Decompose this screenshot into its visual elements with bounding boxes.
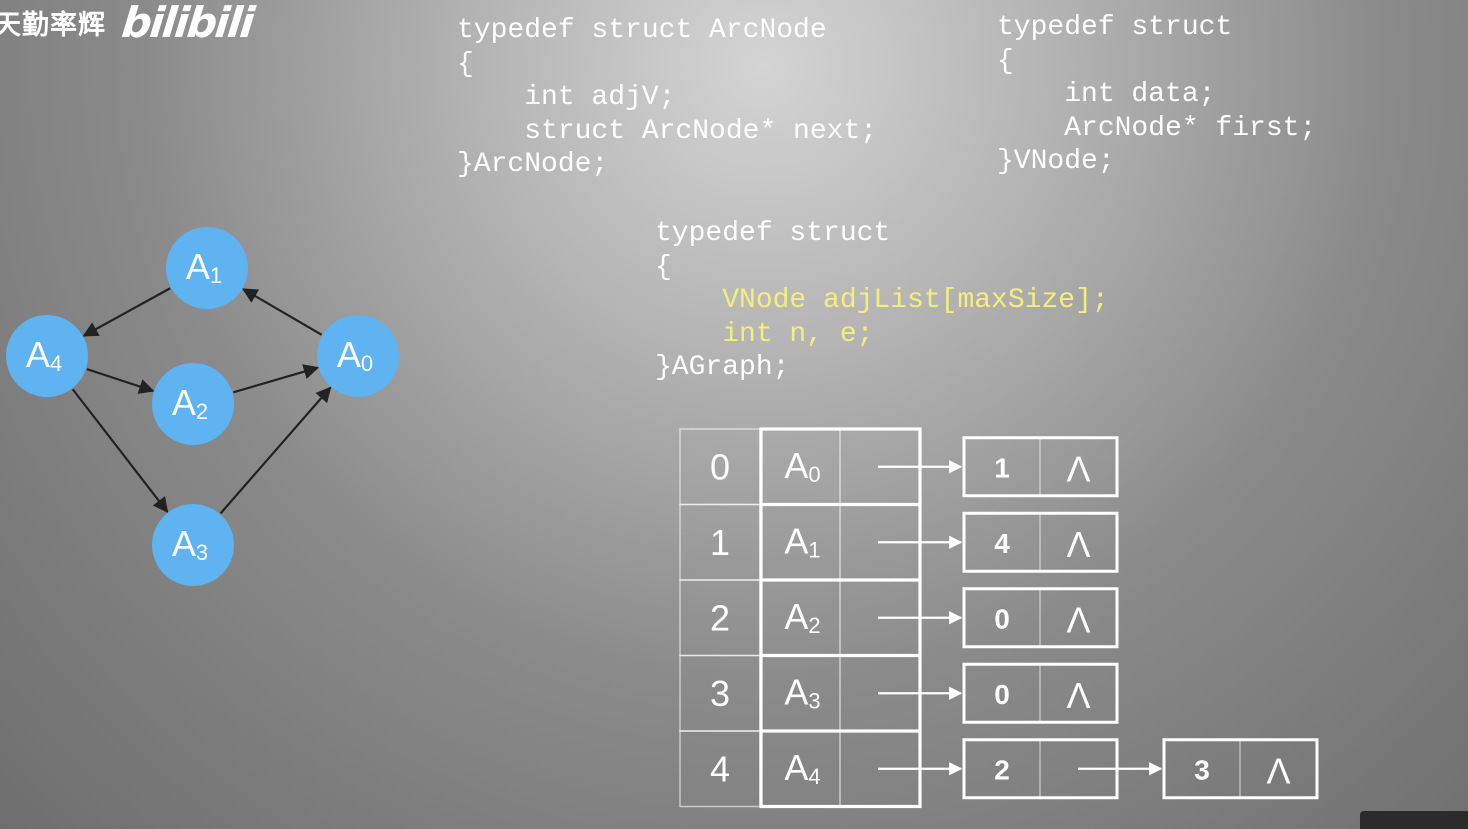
arc-node-adjv: 3: [1194, 754, 1210, 785]
graph-edges: [71, 287, 332, 515]
vertex-a3: A3: [152, 504, 234, 586]
code-line: struct ArcNode* next;: [457, 115, 878, 147]
row-vertex-subscript: 4: [808, 763, 820, 788]
code-line: }ArcNode;: [457, 149, 609, 181]
row-vertex-subscript: 1: [808, 537, 820, 562]
vertex-label-subscript: 2: [196, 399, 208, 424]
null-pointer-symbol: Λ: [1266, 750, 1290, 791]
row-vertex-subscript: 0: [808, 461, 820, 486]
edge-a1-a4: [82, 287, 171, 337]
vertex-label: A1: [186, 246, 222, 288]
vertex-label-letter: A: [337, 334, 361, 375]
code-line: ArcNode* first;: [997, 112, 1317, 144]
vertex-label-subscript: 3: [196, 540, 208, 565]
code-line: int adjV;: [457, 82, 676, 114]
vertex-a4: A4: [6, 315, 88, 397]
edge-a4-a2: [86, 368, 155, 394]
vertex-circle: [152, 504, 234, 586]
vertex-a1: A1: [166, 227, 248, 309]
null-pointer-symbol: Λ: [1066, 524, 1090, 565]
vnode-array-frame: [759, 427, 922, 809]
row-vertex-letter: A: [784, 671, 808, 712]
vertex-a2: A2: [152, 363, 234, 445]
row-index: 2: [710, 597, 730, 638]
vertex-label: A4: [26, 334, 62, 376]
arc-node-adjv: 1: [994, 452, 1010, 483]
vertex-circle: [166, 227, 248, 309]
code-line: {: [997, 45, 1014, 77]
edge-a4-a3: [71, 388, 169, 513]
row-vertex: A4: [784, 746, 820, 788]
vertex-label-letter: A: [186, 246, 210, 287]
edge-a2-a0: [233, 364, 320, 394]
code-line: }AGraph;: [655, 352, 790, 384]
code-line: typedef struct: [655, 218, 891, 249]
edge-a0-a1: [241, 288, 323, 336]
row-index: 4: [710, 748, 730, 789]
code-line: int n, e;: [655, 318, 874, 350]
code-line: typedef struct: [997, 12, 1233, 43]
code-line: {: [655, 251, 672, 283]
row-vertex-letter: A: [784, 520, 808, 561]
vertex-label: A2: [172, 382, 208, 424]
row-index: 0: [710, 446, 730, 487]
code-line: VNode adjList[maxSize];: [655, 285, 1109, 317]
row-vertex-subscript: 2: [808, 612, 820, 637]
null-pointer-symbol: Λ: [1066, 599, 1090, 640]
vertex-circle: [317, 315, 399, 397]
row-vertex: A1: [784, 520, 820, 562]
code-line: {: [457, 48, 474, 80]
vertex-circle: [6, 315, 88, 397]
edge-a3-a0: [219, 386, 332, 515]
code-line: typedef struct ArcNode: [457, 15, 827, 46]
watermark-author: 天勤率辉: [0, 9, 106, 41]
vertex-label-subscript: 4: [50, 351, 62, 376]
row-index: 3: [710, 673, 730, 714]
vertex-label-subscript: 1: [210, 263, 222, 288]
row-vertex: A2: [784, 595, 820, 637]
row-vertex-letter: A: [784, 444, 808, 485]
row-vertex: A3: [784, 671, 820, 713]
code-block-agraph: typedef struct{ VNode adjList[maxSize]; …: [655, 217, 1109, 385]
vertex-label: A0: [337, 334, 373, 376]
vertex-label-subscript: 0: [361, 351, 373, 376]
code-block-arcnode: typedef struct ArcNode{ int adjV; struct…: [457, 14, 877, 182]
row-index: 1: [710, 522, 730, 563]
row-vertex-letter: A: [784, 595, 808, 636]
code-line: int data;: [997, 79, 1216, 111]
arc-node-adjv: 4: [994, 528, 1010, 559]
null-pointer-symbol: Λ: [1066, 675, 1090, 716]
vertex-label: A3: [172, 523, 208, 565]
vertex-a0: A0: [317, 315, 399, 397]
vertex-label-letter: A: [26, 334, 50, 375]
arc-node-adjv: 2: [994, 754, 1010, 785]
vertex-circle: [152, 363, 234, 445]
row-vertex: A0: [784, 444, 820, 486]
row-vertex-letter: A: [784, 746, 808, 787]
arc-node-adjv: 0: [994, 679, 1010, 710]
arc-node-adjv: 0: [994, 603, 1010, 634]
code-block-vnode: typedef struct{ int data; ArcNode* first…: [997, 11, 1316, 179]
code-line: }VNode;: [997, 146, 1115, 178]
null-pointer-symbol: Λ: [1066, 448, 1090, 489]
vertex-label-letter: A: [172, 382, 196, 423]
vertex-label-letter: A: [172, 523, 196, 564]
corner-overlay: [1360, 811, 1468, 829]
row-vertex-subscript: 3: [808, 688, 820, 713]
watermark: 天勤率辉 bilibili: [0, 0, 255, 47]
